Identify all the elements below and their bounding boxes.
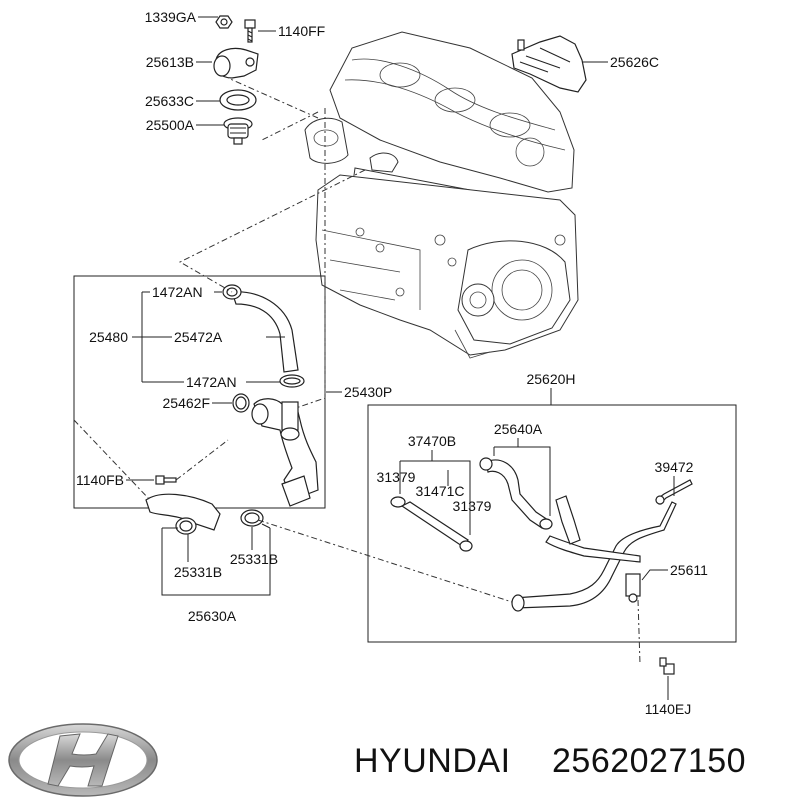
label-25430p: 25430P — [344, 384, 392, 400]
heater-pipe-25611-icon — [511, 495, 677, 612]
clamp-25640a-top-icon — [479, 457, 493, 471]
label-25480: 25480 — [89, 329, 128, 345]
o-ring-25462f-icon — [232, 393, 250, 413]
thermostat-cover-25613b-icon — [213, 47, 259, 79]
label-25620h: 25620H — [526, 371, 575, 387]
label-31379-left: 31379 — [377, 469, 416, 485]
label-25472a: 25472A — [174, 329, 223, 345]
label-25633c: 25633C — [145, 93, 194, 109]
clamp-1472an-top-icon — [222, 284, 242, 300]
top-left-parts — [213, 15, 587, 145]
label-25331b-left: 25331B — [174, 564, 222, 580]
gasket-25633c-icon — [219, 89, 257, 111]
label-25640a: 25640A — [494, 421, 543, 437]
hose-group-25630a — [145, 493, 264, 535]
bolt-1140ej-icon — [659, 657, 675, 675]
label-1339ga: 1339GA — [145, 9, 197, 25]
clamp-31379-left-icon — [390, 496, 406, 508]
label-25500a: 25500A — [146, 117, 195, 133]
leader-lines — [126, 16, 675, 700]
pipe-fitting-25430p-icon — [251, 398, 319, 507]
hyundai-logo-icon — [8, 723, 158, 797]
cover-plate-25626c-icon — [511, 35, 587, 93]
clamp-31379-right-icon — [459, 540, 473, 552]
bolt-1140fb-icon — [155, 475, 177, 485]
dashed-leaders — [73, 77, 641, 665]
label-1140ej: 1140EJ — [645, 701, 691, 717]
engine-block-drawing — [304, 31, 579, 359]
clamp-25331b-left-icon — [175, 517, 197, 535]
label-1472an-bottom: 1472AN — [186, 374, 237, 390]
label-31471c: 31471C — [415, 483, 464, 499]
label-25462f: 25462F — [163, 395, 210, 411]
label-25613b: 25613B — [146, 54, 194, 70]
label-1140ff: 1140FF — [278, 23, 325, 39]
label-37470b: 37470B — [408, 433, 456, 449]
label-1140fb: 1140FB — [76, 472, 124, 488]
bolt-1140ff-icon — [244, 19, 256, 43]
label-25630a: 25630A — [188, 608, 237, 624]
clamp-25331b-right-icon — [240, 509, 264, 527]
label-25331b-right: 25331B — [230, 551, 278, 567]
label-31379-right: 31379 — [453, 498, 492, 514]
brand-name: HYUNDAI — [354, 742, 511, 780]
nut-1339ga-icon — [215, 15, 233, 29]
clamp-1472an-bottom-icon — [279, 374, 305, 388]
label-25611: 25611 — [670, 562, 708, 578]
thermostat-25500a-icon — [223, 117, 253, 145]
label-1472an-top: 1472AN — [152, 284, 203, 300]
clamp-25640a-bottom-icon — [539, 518, 553, 530]
hose-group-25430p — [73, 275, 326, 509]
label-25626c: 25626C — [610, 54, 659, 70]
part-number: 2562027150 — [552, 742, 746, 780]
label-39472: 39472 — [655, 459, 694, 475]
part-labels: 1339GA 1140FF 25613B 25626C 25633C 25500… — [76, 9, 708, 717]
